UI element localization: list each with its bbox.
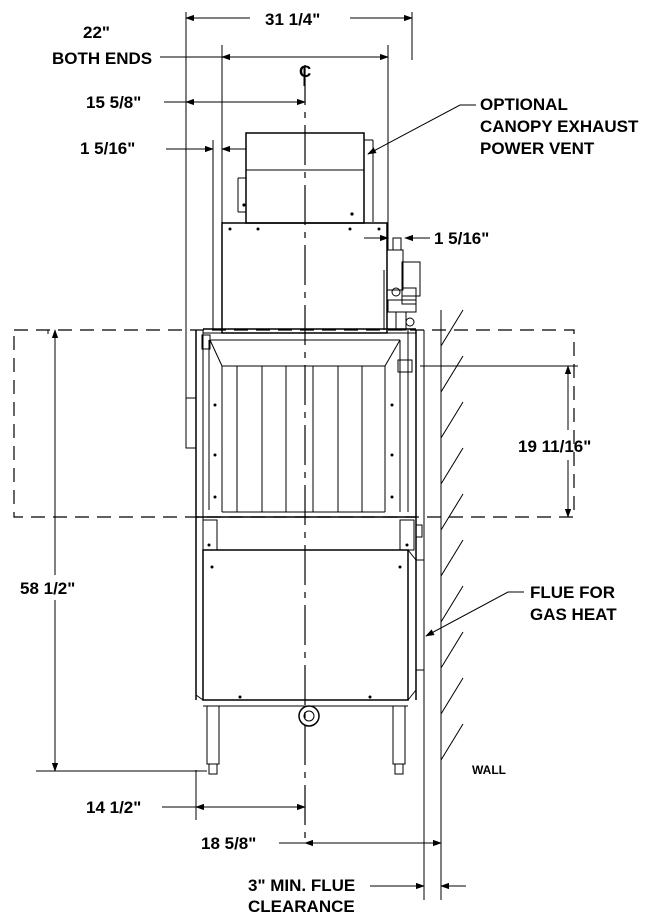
dim-flue-clearance-line2: CLEARANCE: [248, 897, 355, 915]
dim-front-to-centerline-label: 14 1/2": [86, 798, 141, 817]
wall-hatching: [440, 309, 464, 761]
wall: WALL: [423, 309, 506, 898]
gas-heat-flue: [415, 524, 425, 671]
dim-overall-width-label: 31 1/4": [265, 10, 320, 29]
dim-both-ends-value: 22": [83, 23, 110, 42]
dim-left-offset: 1 5/16": [80, 139, 246, 158]
dim-flue-clearance: 3" MIN. FLUE CLEARANCE: [248, 876, 466, 915]
extension-lines: [36, 12, 578, 900]
callout-gas-flue: FLUE FOR GAS HEAT: [425, 583, 617, 637]
right-frame: [384, 330, 417, 700]
dim-left-offset-label: 1 5/16": [80, 139, 135, 158]
callout-flue-line2: GAS HEAT: [530, 605, 617, 624]
dim-door-opening-label: 19 11/16": [518, 437, 591, 456]
callout-canopy-line2: CANOPY EXHAUST: [480, 117, 639, 136]
dim-front-to-centerline: 14 1/2": [86, 798, 306, 817]
callout-canopy-line1: OPTIONAL: [480, 95, 568, 114]
dim-right-offset-label: 1 5/16": [434, 229, 489, 248]
dim-centerline-to-wall: 18 5/8": [201, 834, 442, 853]
dim-both-ends: 22" BOTH ENDS: [52, 23, 389, 68]
plumbing-valves: [383, 237, 421, 373]
dim-overall-width: 31 1/4": [185, 10, 413, 29]
legs: [206, 705, 406, 775]
drain-fitting: [298, 705, 320, 727]
door-panels: [222, 366, 385, 513]
middle-band: [196, 516, 416, 551]
door-open-clearance-outline: [13, 329, 575, 518]
dim-centerline-to-wall-label: 18 5/8": [201, 834, 256, 853]
lower-cabinet: [195, 549, 417, 707]
dim-half-width-label: 15 5/8": [86, 93, 141, 112]
callout-canopy-line3: POWER VENT: [480, 139, 595, 158]
centerline-symbol: C: [299, 62, 311, 81]
dim-flue-clearance-line1: 3" MIN. FLUE: [248, 876, 355, 895]
dim-right-offset: 1 5/16": [364, 229, 489, 248]
wash-chamber-top: [203, 328, 416, 367]
dim-overall-height-label: 58 1/2": [20, 579, 75, 598]
wall-label: WALL: [472, 763, 506, 777]
dim-both-ends-note: BOTH ENDS: [52, 49, 152, 68]
dim-half-width: 15 5/8": [86, 93, 306, 112]
callout-canopy-exhaust: OPTIONAL CANOPY EXHAUST POWER VENT: [367, 95, 639, 158]
callout-flue-line1: FLUE FOR: [530, 583, 615, 602]
left-frame: [185, 330, 223, 700]
dim-door-opening: 19 11/16": [518, 365, 591, 518]
dim-overall-height: 58 1/2": [20, 329, 75, 772]
